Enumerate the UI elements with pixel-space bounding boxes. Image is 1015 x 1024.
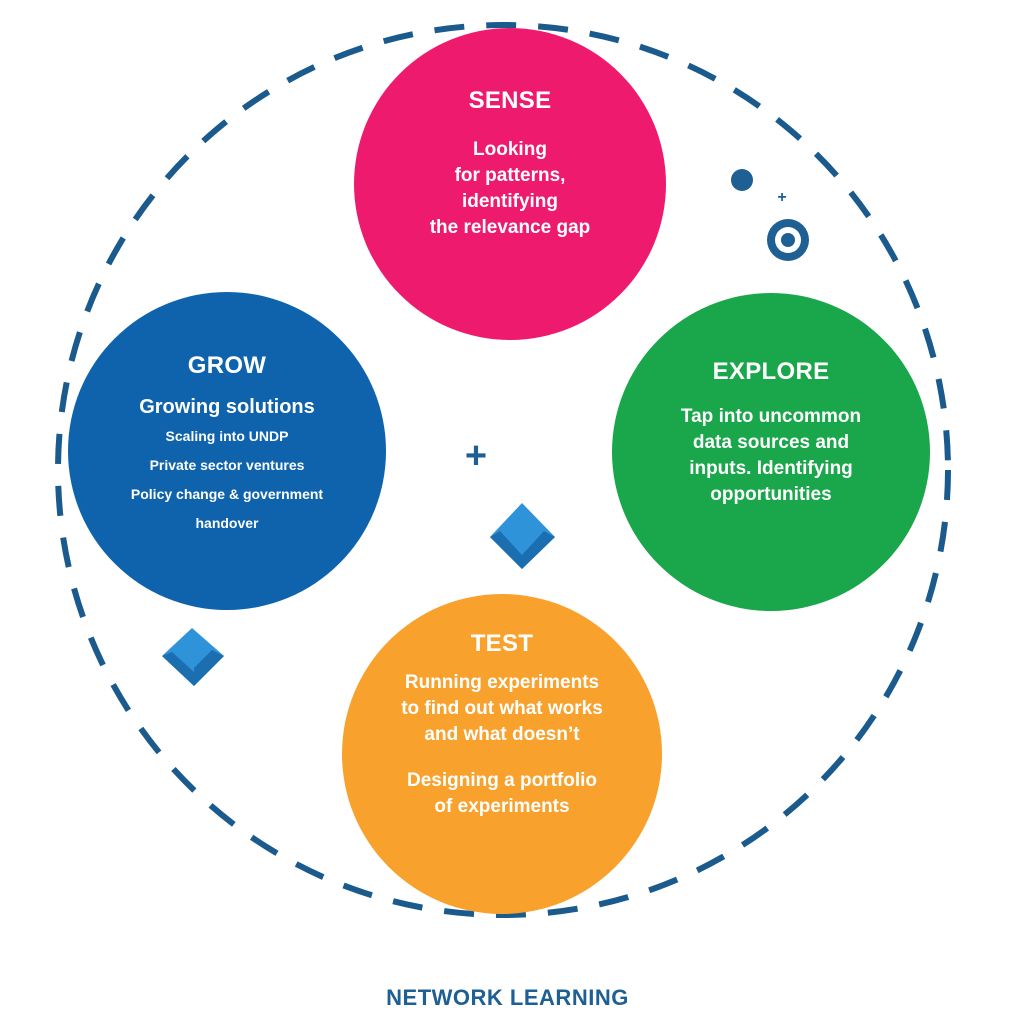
small-plus-icon: + <box>777 189 787 206</box>
grow-item: Scaling into UNDP <box>165 428 289 444</box>
grow-headline: Growing solutions <box>139 396 315 418</box>
node-grow: GROW Growing solutions Scaling into UNDP… <box>68 292 386 610</box>
node-explore: EXPLORE Tap into uncommon data sources a… <box>612 293 930 611</box>
node-test: TEST Running experiments to find out wha… <box>342 594 662 914</box>
test-line: and what doesn’t <box>424 724 580 745</box>
grow-title: GROW <box>187 352 267 379</box>
sense-line: Looking <box>473 139 547 160</box>
test-line: Running experiments <box>404 672 600 693</box>
explore-line: inputs. Identifying <box>689 458 853 479</box>
sense-line: for patterns, <box>454 165 566 186</box>
outer-dashed-ring <box>55 22 951 918</box>
test-title: TEST <box>470 630 534 657</box>
test-line: to find out what works <box>401 698 603 719</box>
cube-icon-center <box>490 503 555 569</box>
grow-item: Private sector ventures <box>149 457 305 473</box>
explore-line: Tap into uncommon <box>680 406 862 427</box>
sense-line: identifying <box>461 191 559 212</box>
small-dot-icon <box>731 169 753 191</box>
grow-item: handover <box>195 515 259 531</box>
plus-icon: + <box>464 435 488 477</box>
test-line: Designing a portfolio <box>407 770 597 791</box>
sense-title: SENSE <box>468 87 552 114</box>
grow-item: Policy change & government <box>130 486 324 502</box>
cube-icon-left <box>162 628 224 686</box>
explore-title: EXPLORE <box>712 358 830 385</box>
sense-line: the relevance gap <box>429 217 591 238</box>
test-line: of experiments <box>434 796 570 817</box>
footer-label: NETWORK LEARNING <box>386 985 629 1010</box>
ring-dot-core <box>781 233 795 247</box>
explore-line: opportunities <box>710 484 832 505</box>
node-sense: SENSE Looking for patterns, identifying … <box>354 28 666 340</box>
explore-line: data sources and <box>692 432 850 453</box>
